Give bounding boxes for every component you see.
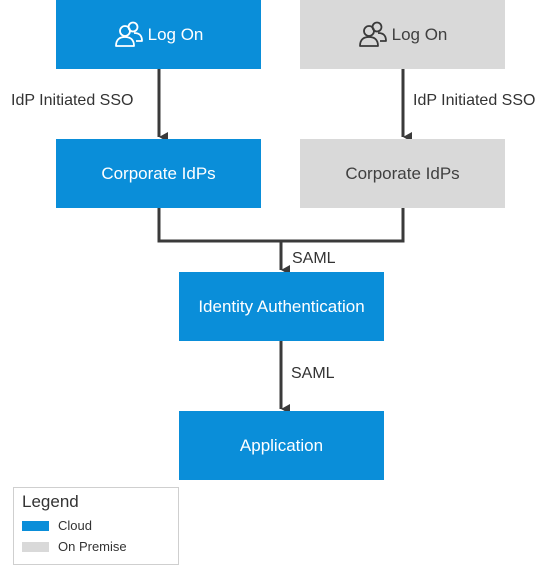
legend-label-on-premise: On Premise bbox=[58, 539, 127, 554]
identity-authentication-label: Identity Authentication bbox=[198, 296, 365, 316]
legend-swatch-cloud bbox=[22, 520, 49, 531]
legend-item-cloud: Cloud bbox=[22, 518, 92, 533]
legend-label-cloud: Cloud bbox=[58, 518, 92, 533]
saml-label: SAML bbox=[291, 365, 335, 382]
left-corporate-idps-box: Corporate IdPs bbox=[56, 139, 261, 208]
idps-merge-line bbox=[157, 208, 405, 243]
legend-title: Legend bbox=[22, 492, 79, 511]
users-icon bbox=[114, 21, 143, 47]
users-icon bbox=[358, 21, 387, 47]
identity-authentication-box: Identity Authentication bbox=[179, 272, 384, 341]
left-idp-initiated-sso-label: IdP Initiated SSO bbox=[11, 92, 134, 109]
legend-item-on-premise: On Premise bbox=[22, 539, 127, 554]
legend-swatch-on-premise bbox=[22, 541, 49, 552]
merge-saml-label: SAML bbox=[292, 250, 336, 267]
right-corporate-idps-box: Corporate IdPs bbox=[300, 139, 505, 208]
application-label: Application bbox=[239, 435, 324, 455]
legend: Legend Cloud On Premise bbox=[13, 487, 179, 565]
left-logon-label: Log On bbox=[147, 24, 204, 44]
right-logon-label: Log On bbox=[391, 24, 448, 44]
right-corporate-idps-label: Corporate IdPs bbox=[345, 163, 460, 183]
left-logon-box: Log On bbox=[56, 0, 261, 69]
application-box: Application bbox=[179, 411, 384, 480]
left-corporate-idps-label: Corporate IdPs bbox=[101, 163, 216, 183]
right-logon-box: Log On bbox=[300, 0, 505, 69]
right-idp-initiated-sso-label: IdP Initiated SSO bbox=[413, 92, 536, 109]
